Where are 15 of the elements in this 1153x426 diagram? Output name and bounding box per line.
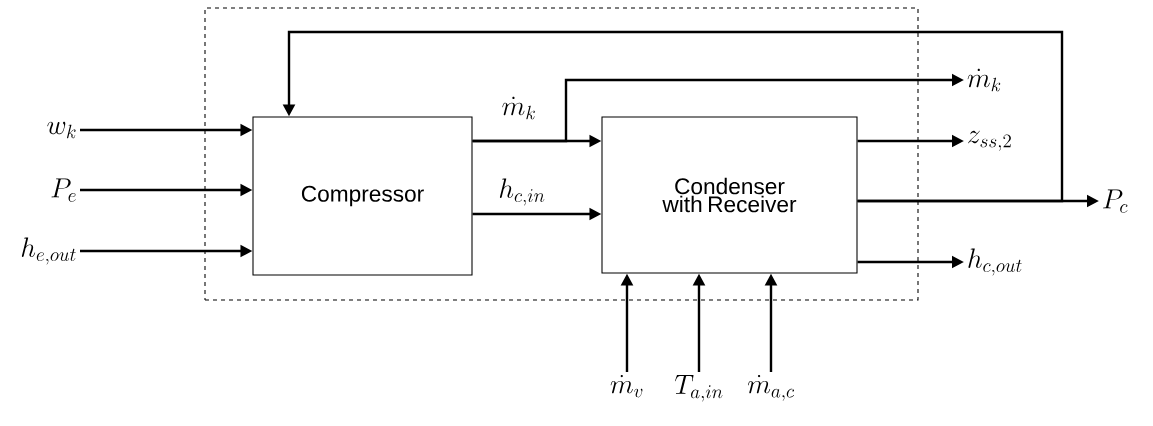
edge-label: $\dot{m}_k$ [502, 96, 535, 120]
variable-label: $\dot{m}_{a,c}$ [748, 374, 795, 401]
variable-label: $z_{ss,2}$ [968, 130, 1011, 151]
variable-label: $P_e$ [51, 178, 76, 202]
variable-label: $\dot{m}_k$ [967, 68, 1001, 92]
variable-label: $h_{e,out}$ [21, 237, 76, 265]
edge-label: $h_{c,in}$ [499, 178, 545, 206]
variable-label: $T_{a,in}$ [675, 375, 723, 402]
system-boundary [204, 7, 919, 301]
variable-label: $w_k$ [47, 121, 76, 139]
variable-label: $P_c$ [1103, 189, 1128, 213]
process-box: Condenser with Receiver [601, 116, 858, 274]
variable-label: $\dot{m}_v$ [610, 374, 643, 398]
process-box: Compressor [252, 116, 473, 276]
variable-label: $h_{c,out}$ [968, 248, 1022, 276]
